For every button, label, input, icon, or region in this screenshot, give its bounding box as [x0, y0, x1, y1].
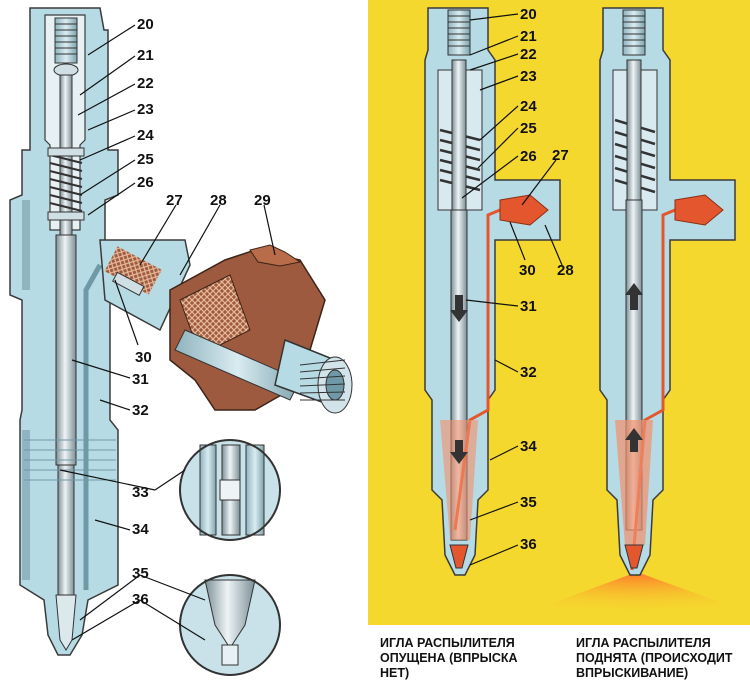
left-callout-26: 26 — [137, 174, 154, 191]
left-callout-labels: 20 21 22 23 24 25 26 27 28 29 30 31 32 33 34 35 36 — [132, 16, 271, 608]
right-callout-24: 24 — [520, 98, 537, 115]
right-callout-30: 30 — [519, 262, 536, 279]
arrow-down-icon — [450, 440, 468, 464]
fuel-line — [174, 329, 301, 401]
arrow-up-icon — [625, 283, 643, 310]
needle-lower — [57, 464, 75, 596]
zoom-circle-36 — [179, 574, 281, 676]
right-callout-22: 22 — [520, 46, 537, 63]
injector-raised — [599, 7, 736, 576]
left-callout-27: 27 — [166, 192, 183, 209]
nut-hex — [249, 244, 302, 267]
left-callout-35: 35 — [132, 565, 149, 582]
spring-seat — [47, 147, 85, 157]
caption-needle-lowered: ИГЛА РАСПЫЛИТЕЛЯ ОПУЩЕНА (ВПРЫСКА НЕТ) — [380, 636, 518, 680]
spring-seat-lower — [47, 211, 85, 221]
left-inlet-fitting — [99, 239, 353, 414]
right-callout-26: 26 — [520, 148, 537, 165]
right-callout-32: 32 — [520, 364, 537, 381]
left-leader-lines — [59, 24, 276, 641]
caption-needle-raised: ИГЛА РАСПЫЛИТЕЛЯ ПОДНЯТА (ПРОИСХОДИТ ВПР… — [576, 636, 733, 680]
lowered-filter — [499, 194, 549, 226]
right-callout-20: 20 — [520, 6, 537, 23]
left-callout-34: 34 — [132, 521, 149, 538]
left-callout-29: 29 — [254, 192, 271, 209]
left-callout-30: 30 — [135, 349, 152, 366]
right-callout-31: 31 — [520, 298, 537, 315]
left-callout-24: 24 — [137, 127, 154, 144]
right-callout-21: 21 — [520, 28, 537, 45]
raised-filter — [674, 194, 724, 226]
left-callout-33: 33 — [132, 484, 149, 501]
right-leader-lines — [461, 13, 563, 566]
right-callout-36: 36 — [520, 536, 537, 553]
left-callout-23: 23 — [137, 101, 154, 118]
adjusting-screw — [53, 17, 79, 77]
left-callout-20: 20 — [137, 16, 154, 33]
right-callout-23: 23 — [520, 68, 537, 85]
right-callout-34: 34 — [520, 438, 537, 455]
left-callout-31: 31 — [132, 371, 149, 388]
left-callout-21: 21 — [137, 47, 154, 64]
right-callout-25: 25 — [520, 120, 537, 137]
spring — [49, 154, 83, 212]
right-callout-35: 35 — [520, 494, 537, 511]
left-callout-32: 32 — [132, 402, 149, 419]
fuel-channel — [83, 263, 103, 590]
needle — [55, 234, 77, 466]
right-callout-28: 28 — [557, 262, 574, 279]
left-injector — [9, 7, 119, 656]
filter-element — [104, 246, 162, 296]
spray-cone — [520, 572, 750, 615]
left-callout-22: 22 — [137, 75, 154, 92]
left-callout-36: 36 — [132, 591, 149, 608]
line-thread — [299, 356, 353, 414]
body-shading — [22, 200, 30, 580]
body-threads — [24, 439, 116, 481]
zoom-circle-33 — [179, 439, 281, 541]
arrow-down-icon — [450, 295, 468, 322]
nozzle-tip — [55, 594, 77, 651]
left-callout-28: 28 — [210, 192, 227, 209]
right-callout-27: 27 — [552, 147, 569, 164]
left-callout-25: 25 — [137, 151, 154, 168]
arrow-up-icon — [625, 428, 643, 452]
injector-lowered — [424, 7, 561, 576]
